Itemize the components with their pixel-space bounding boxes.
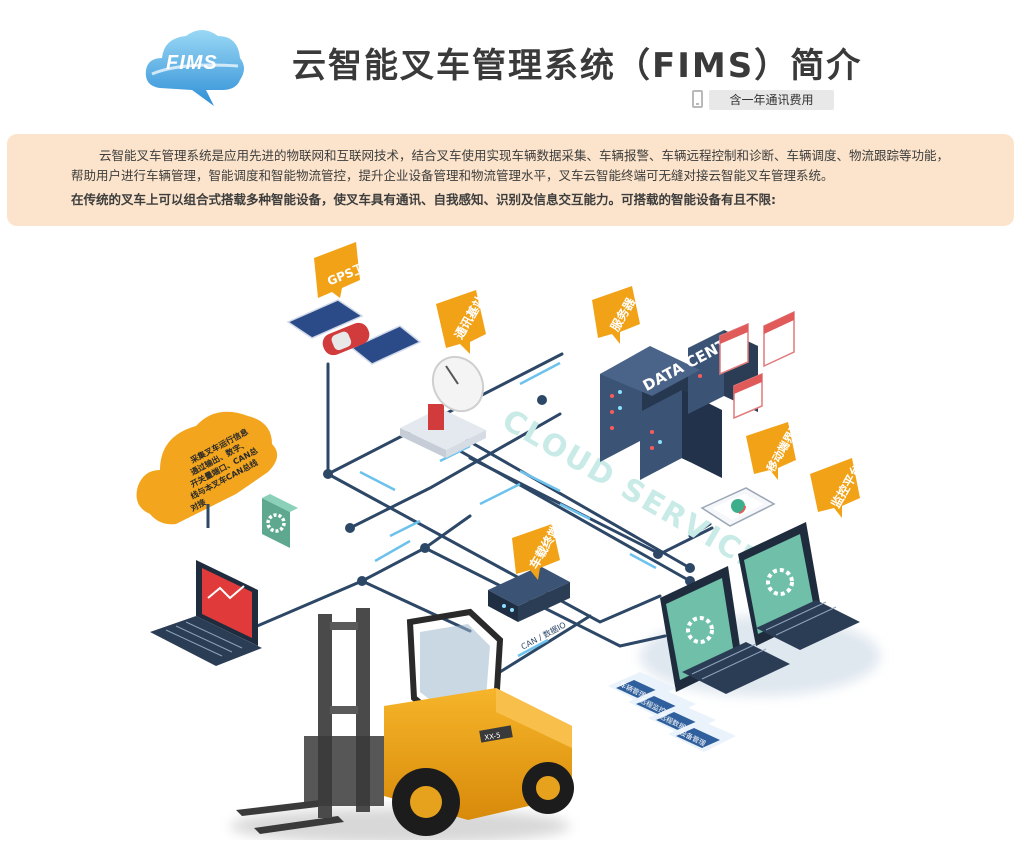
gps-satellite-icon: [286, 299, 422, 365]
logo-text: FIMS: [166, 52, 218, 74]
vehicle-terminal-icon: [488, 566, 570, 622]
settings-gear-icon: [262, 494, 298, 548]
network-lines: [246, 352, 714, 674]
laptop-icon: [150, 560, 262, 666]
monitor-platform-icon: [660, 522, 860, 694]
intro-highlight: 在传统的叉车上可以组合式搭载多种智能设备，使叉车具有通讯、自我感知、识别及信息交…: [71, 192, 777, 207]
cloud-logo-icon: [145, 30, 244, 106]
flow-arrows: [359, 361, 657, 658]
data-sheets-icon: [719, 310, 795, 420]
header: FIMS 云智能叉车管理系统（FIMS）简介 含一年通讯费用: [0, 0, 1020, 130]
monitor-label: 监控平台: [810, 458, 865, 518]
cloud-note: 采集叉车运行信息 通过输出、数字、 开关量端口、CAN总 线与本叉车CAN总线 …: [136, 411, 278, 528]
forklift-icon: XX-5: [236, 608, 574, 836]
mobile-label: 移动端界面: [746, 419, 803, 480]
page-title: 云智能叉车管理系统（FIMS）简介: [292, 46, 863, 86]
gps-label: GPS卫星: [314, 242, 378, 298]
terminal-label: 车载终端: [512, 522, 563, 580]
intro-paragraph: 云智能叉车管理系统是应用先进的物联网和互联网技术，结合叉车使用实现车辆数据采集、…: [71, 148, 950, 183]
intro-box: 云智能叉车管理系统是应用先进的物联网和互联网技术，结合叉车使用实现车辆数据采集、…: [7, 134, 1014, 226]
phone-icon: [692, 90, 703, 108]
fee-badge: 含一年通讯费用: [709, 90, 834, 110]
fims-logo: FIMS: [140, 18, 250, 110]
base-station-icon: [400, 355, 486, 458]
base-station-label: 通讯基站: [436, 290, 488, 354]
server-label: 服务器: [592, 286, 640, 344]
mobile-device-icon: [700, 487, 776, 527]
system-diagram: CLOUD SERVICES GPS卫星 通讯基站: [0, 236, 1020, 844]
forklift-plate: XX-5: [484, 731, 501, 742]
